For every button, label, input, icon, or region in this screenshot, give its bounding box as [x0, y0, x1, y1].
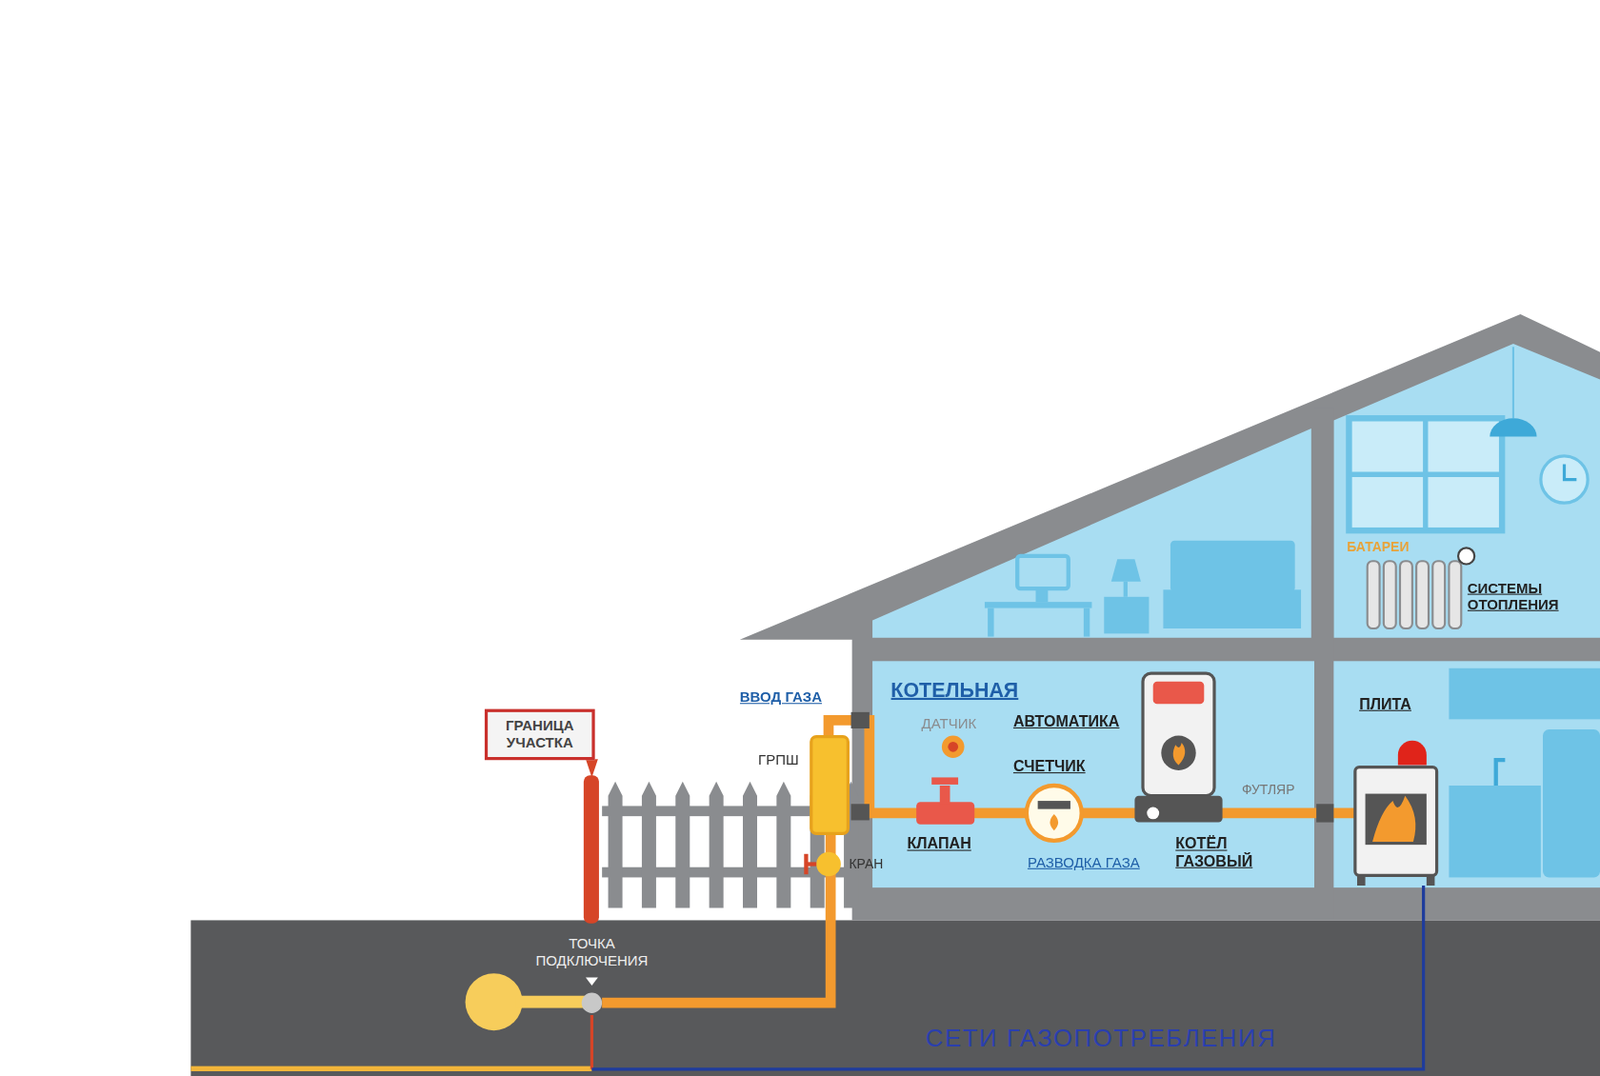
- part-label: БАТАРЕИ: [1346, 540, 1409, 556]
- part-label: АВТОМАТИКА: [1013, 712, 1120, 730]
- part-label: ПЛИТА: [1359, 695, 1412, 713]
- boundary-label: ГРАНИЦА УЧАСТКА: [494, 717, 586, 752]
- part-label: КРАН: [848, 857, 883, 873]
- part-label: ВВОД ГАЗА: [740, 688, 822, 705]
- part-label: ДАТЧИК: [921, 715, 978, 732]
- part-label: СЧЕТЧИК: [1013, 757, 1086, 775]
- part-label: КОТЁЛ ГАЗОВЫЙ: [1175, 834, 1267, 870]
- boundary-box: ГРАНИЦА УЧАСТКА: [484, 709, 596, 760]
- part-label: ТОЧКА ПОДКЛЮЧЕНИЯ: [520, 936, 663, 969]
- part-label: ГРПШ: [758, 751, 800, 768]
- part-label: СИСТЕМЫ ОТОПЛЕНИЯ: [1467, 580, 1591, 613]
- part-label: КОТЕЛЬНАЯ: [890, 679, 1019, 703]
- part-label: ФУТЛЯР: [1241, 782, 1296, 799]
- part-label: КЛАПАН: [907, 834, 972, 852]
- part-label: РАЗВОДКА ГАЗА: [1027, 854, 1140, 871]
- part-label: СЕТИ ГАЗОПОТРЕБЛЕНИЯ: [925, 1024, 1278, 1054]
